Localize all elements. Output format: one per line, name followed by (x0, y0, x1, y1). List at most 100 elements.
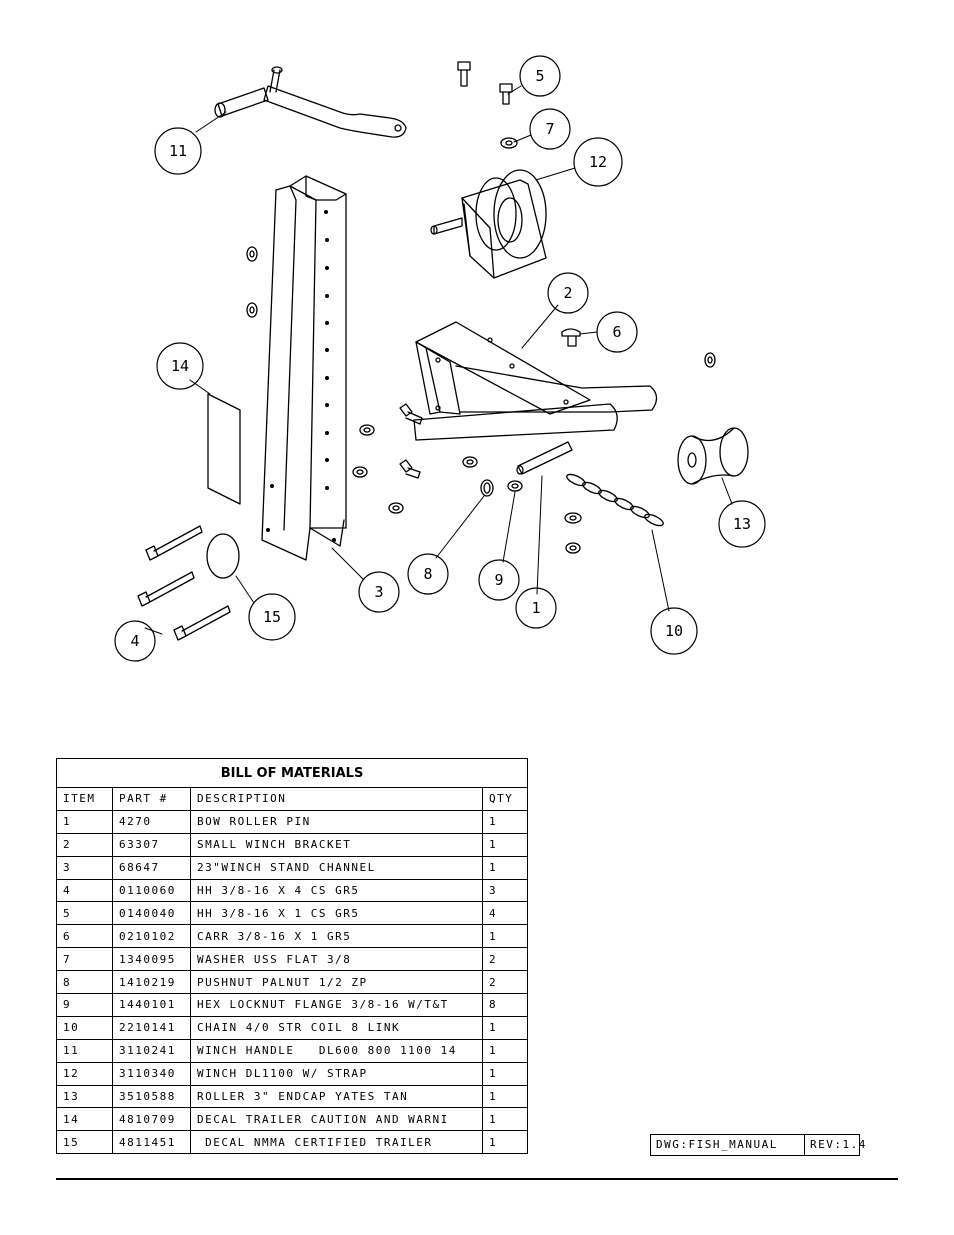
description-cell: SMALL WINCH BRACKET (190, 832, 483, 857)
drawing-title-block: DWG:FISH_MANUAL REV:1.4 (650, 1134, 867, 1156)
part-chain (566, 473, 664, 527)
part-number-cell: 4270 (112, 809, 191, 834)
qty-cell: 1 (481, 809, 529, 834)
bill-of-materials-table: BILL OF MATERIALS ITEM PART # DESCRIPTIO… (55, 758, 529, 1155)
bom-header-row: ITEM PART # DESCRIPTION QTY (56, 787, 529, 811)
description-cell: HH 3/8-16 X 4 CS GR5 (190, 878, 483, 903)
callout-11: 11 (169, 142, 187, 160)
part-number-cell: 0110060 (112, 878, 191, 903)
description-cell: BOW ROLLER PIN (190, 809, 483, 834)
item-cell: 14 (56, 1107, 113, 1132)
qty-cell: 1 (481, 1015, 529, 1040)
part-winch (430, 169, 547, 279)
part-number-cell: 68647 (112, 855, 191, 880)
qty-cell: 1 (481, 1107, 529, 1132)
item-cell: 2 (56, 832, 113, 857)
callout-12: 12 (589, 153, 607, 171)
description-cell: DECAL TRAILER CAUTION AND WARNI (190, 1107, 483, 1132)
item-cell: 6 (56, 924, 113, 949)
item-cell: 12 (56, 1061, 113, 1086)
item-cell: 3 (56, 855, 113, 880)
item-cell: 10 (56, 1015, 113, 1040)
qty-cell: 1 (481, 1084, 529, 1109)
item-cell: 7 (56, 947, 113, 972)
item-cell: 11 (56, 1038, 113, 1063)
qty-cell: 1 (481, 855, 529, 880)
part-roller (677, 427, 749, 485)
qty-cell: 1 (481, 832, 529, 857)
part-winch-handle (214, 66, 407, 138)
callout-8: 8 (423, 565, 432, 583)
part-decal-nmma (206, 533, 240, 579)
description-cell: 23"WINCH STAND CHANNEL (190, 855, 483, 880)
callout-4: 4 (130, 632, 139, 650)
part-number-cell: 1410219 (112, 970, 191, 995)
description-cell: WINCH HANDLE DL600 800 1100 14 (190, 1038, 483, 1063)
callout-9: 9 (494, 571, 503, 589)
part-number-cell: 3110241 (112, 1038, 191, 1063)
qty-cell: 1 (481, 924, 529, 949)
callout-6: 6 (612, 323, 621, 341)
qty-cell: 1 (481, 1038, 529, 1063)
callout-balloons (114, 55, 766, 662)
description-cell: HEX LOCKNUT FLANGE 3/8-16 W/T&T (190, 993, 483, 1017)
part-hex-bolts (399, 61, 513, 479)
part-pushnut (480, 479, 494, 497)
header-description: DESCRIPTION (190, 787, 483, 811)
header-part-number: PART # (112, 787, 191, 811)
callout-13: 13 (733, 515, 751, 533)
callout-10: 10 (665, 622, 683, 640)
part-decal-caution (207, 393, 241, 505)
part-number-cell: 3110340 (112, 1061, 191, 1086)
callout-3: 3 (374, 583, 383, 601)
part-number-cell: 4811451 (112, 1130, 191, 1155)
qty-cell: 3 (481, 878, 529, 903)
part-carriage-bolt (561, 328, 581, 347)
qty-cell: 1 (481, 1061, 529, 1086)
item-cell: 9 (56, 993, 113, 1017)
part-number-cell: 0210102 (112, 924, 191, 949)
bottom-rule (56, 1178, 898, 1180)
part-winch-stand-channel (261, 175, 347, 561)
item-cell: 1 (56, 809, 113, 834)
revision: REV:1.4 (810, 1138, 867, 1151)
callout-2: 2 (563, 284, 572, 302)
description-cell: PUSHNUT PALNUT 1/2 ZP (190, 970, 483, 995)
qty-cell: 1 (481, 1130, 529, 1155)
description-cell: CHAIN 4/0 STR COIL 8 LINK (190, 1015, 483, 1040)
qty-cell: 8 (481, 993, 529, 1017)
part-number-cell: 1340095 (112, 947, 191, 972)
header-qty: QTY (481, 787, 529, 811)
bom-title: BILL OF MATERIALS (55, 758, 529, 788)
item-cell: 4 (56, 878, 113, 903)
callout-7: 7 (545, 120, 554, 138)
exploded-parts-drawing: 1 2 3 4 5 6 7 8 9 10 11 12 13 14 15 (114, 55, 766, 662)
qty-cell: 2 (481, 947, 529, 972)
item-cell: 15 (56, 1130, 113, 1155)
callout-15: 15 (263, 608, 281, 626)
header-item: ITEM (56, 787, 113, 811)
description-cell: DECAL NMMA CERTIFIED TRAILER (190, 1130, 483, 1155)
item-cell: 8 (56, 970, 113, 995)
description-cell: CARR 3/8-16 X 1 GR5 (190, 924, 483, 949)
part-winch-bracket (413, 321, 658, 441)
part-long-bolts (137, 525, 231, 641)
item-cell: 5 (56, 901, 113, 926)
callout-1: 1 (531, 599, 540, 617)
part-number-cell: 2210141 (112, 1015, 191, 1040)
qty-cell: 2 (481, 970, 529, 995)
